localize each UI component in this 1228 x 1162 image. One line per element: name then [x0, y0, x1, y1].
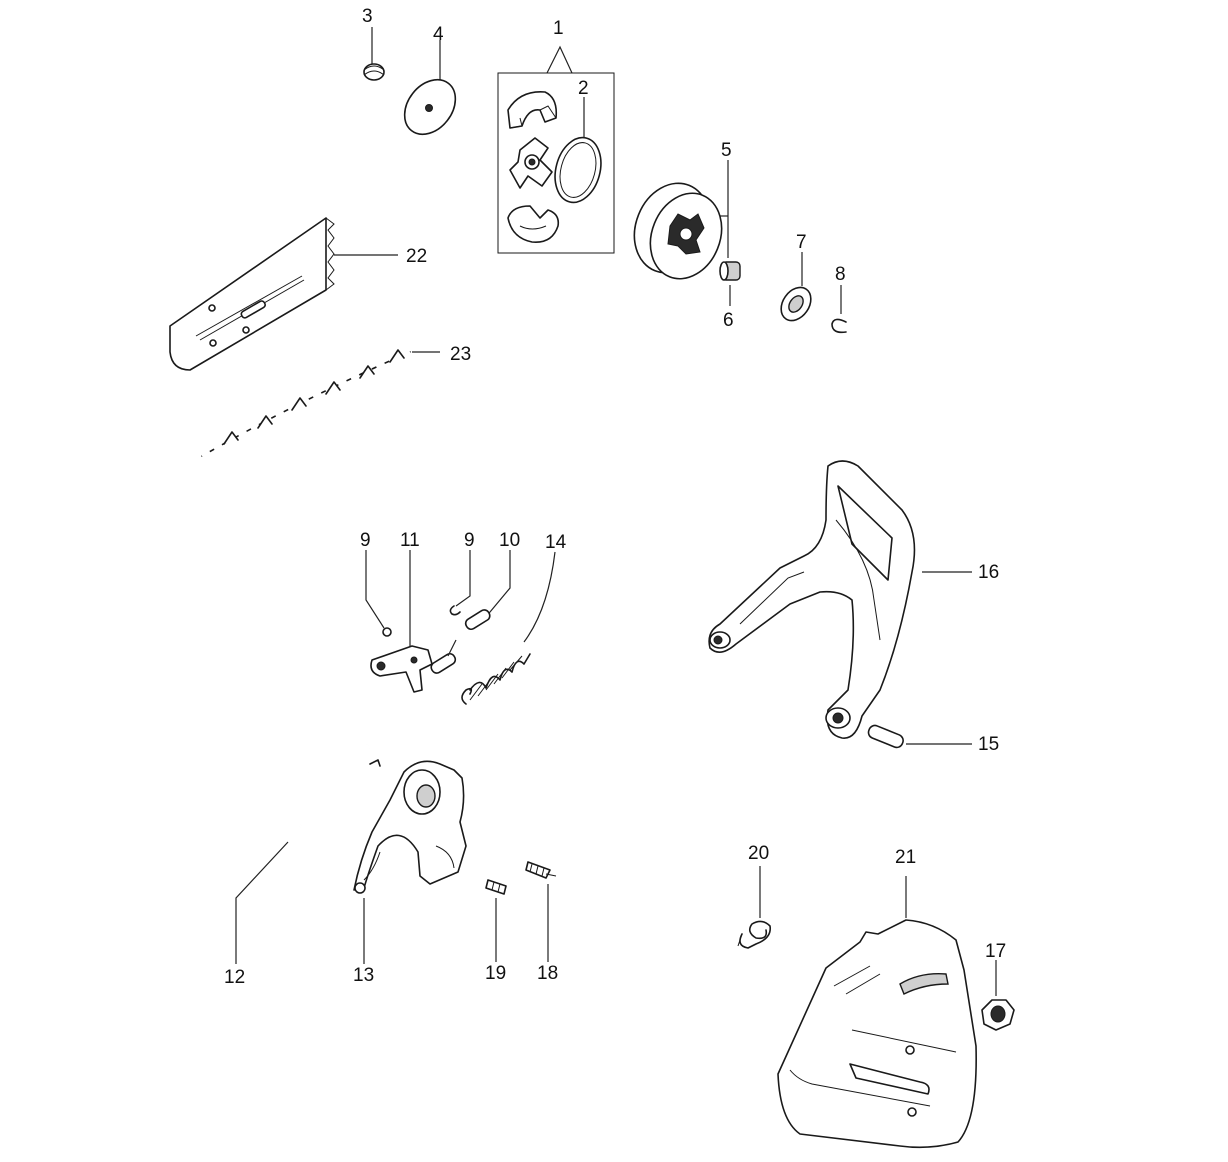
callout-9-right: 9 [464, 530, 475, 551]
nut-part-3 [363, 27, 385, 81]
callout-21: 21 [895, 847, 916, 868]
callout-23: 23 [450, 344, 471, 365]
callout-6: 6 [723, 310, 734, 331]
callout-9-left: 9 [360, 530, 371, 551]
torsion-spring [737, 866, 772, 949]
clutch-shoe-top [507, 91, 558, 129]
callout-13: 13 [353, 965, 374, 986]
callout-15: 15 [978, 734, 999, 755]
washer-part-4 [403, 40, 457, 136]
guide-bar [169, 217, 398, 371]
e-clip-part-8 [831, 285, 847, 334]
needle-bearing [719, 261, 741, 306]
clutch-kit-group [497, 45, 615, 254]
callout-20: 20 [748, 843, 769, 864]
callout-11: 11 [400, 530, 420, 551]
clutch-hub [509, 137, 553, 189]
pin-group [430, 550, 511, 674]
callout-19: 19 [485, 963, 506, 984]
clutch-spring [554, 97, 602, 204]
screw-part-18 [525, 861, 557, 962]
callout-17: 17 [985, 941, 1006, 962]
screw-part-19 [485, 879, 507, 962]
brake-band [235, 740, 381, 964]
callout-10: 10 [499, 530, 520, 551]
brake-mechanism [353, 760, 467, 964]
chain-brake-lever-group [365, 550, 433, 693]
callout-labels: 1 2 3 4 5 6 7 8 9 9 10 11 12 13 14 15 16… [224, 6, 1006, 988]
callout-14: 14 [545, 532, 567, 553]
callout-2: 2 [578, 78, 589, 99]
callout-7: 7 [796, 232, 807, 253]
front-hand-guard [708, 460, 972, 739]
saw-chain [200, 349, 440, 459]
callout-4: 4 [433, 24, 444, 45]
callout-16: 16 [978, 562, 999, 583]
callout-5: 5 [721, 140, 732, 161]
clutch-drum [633, 160, 741, 306]
callout-12: 12 [224, 967, 245, 988]
handle-pin [867, 724, 972, 749]
callout-18: 18 [537, 963, 558, 984]
brake-spring [461, 551, 556, 705]
clutch-cover [777, 876, 977, 1149]
nut-part-17 [981, 960, 1015, 1031]
callout-22: 22 [406, 246, 427, 267]
callout-3: 3 [362, 6, 373, 27]
washer-part-7 [780, 252, 812, 322]
clutch-shoe-bottom [507, 205, 560, 243]
callout-1: 1 [553, 18, 564, 39]
callout-8: 8 [835, 264, 846, 285]
